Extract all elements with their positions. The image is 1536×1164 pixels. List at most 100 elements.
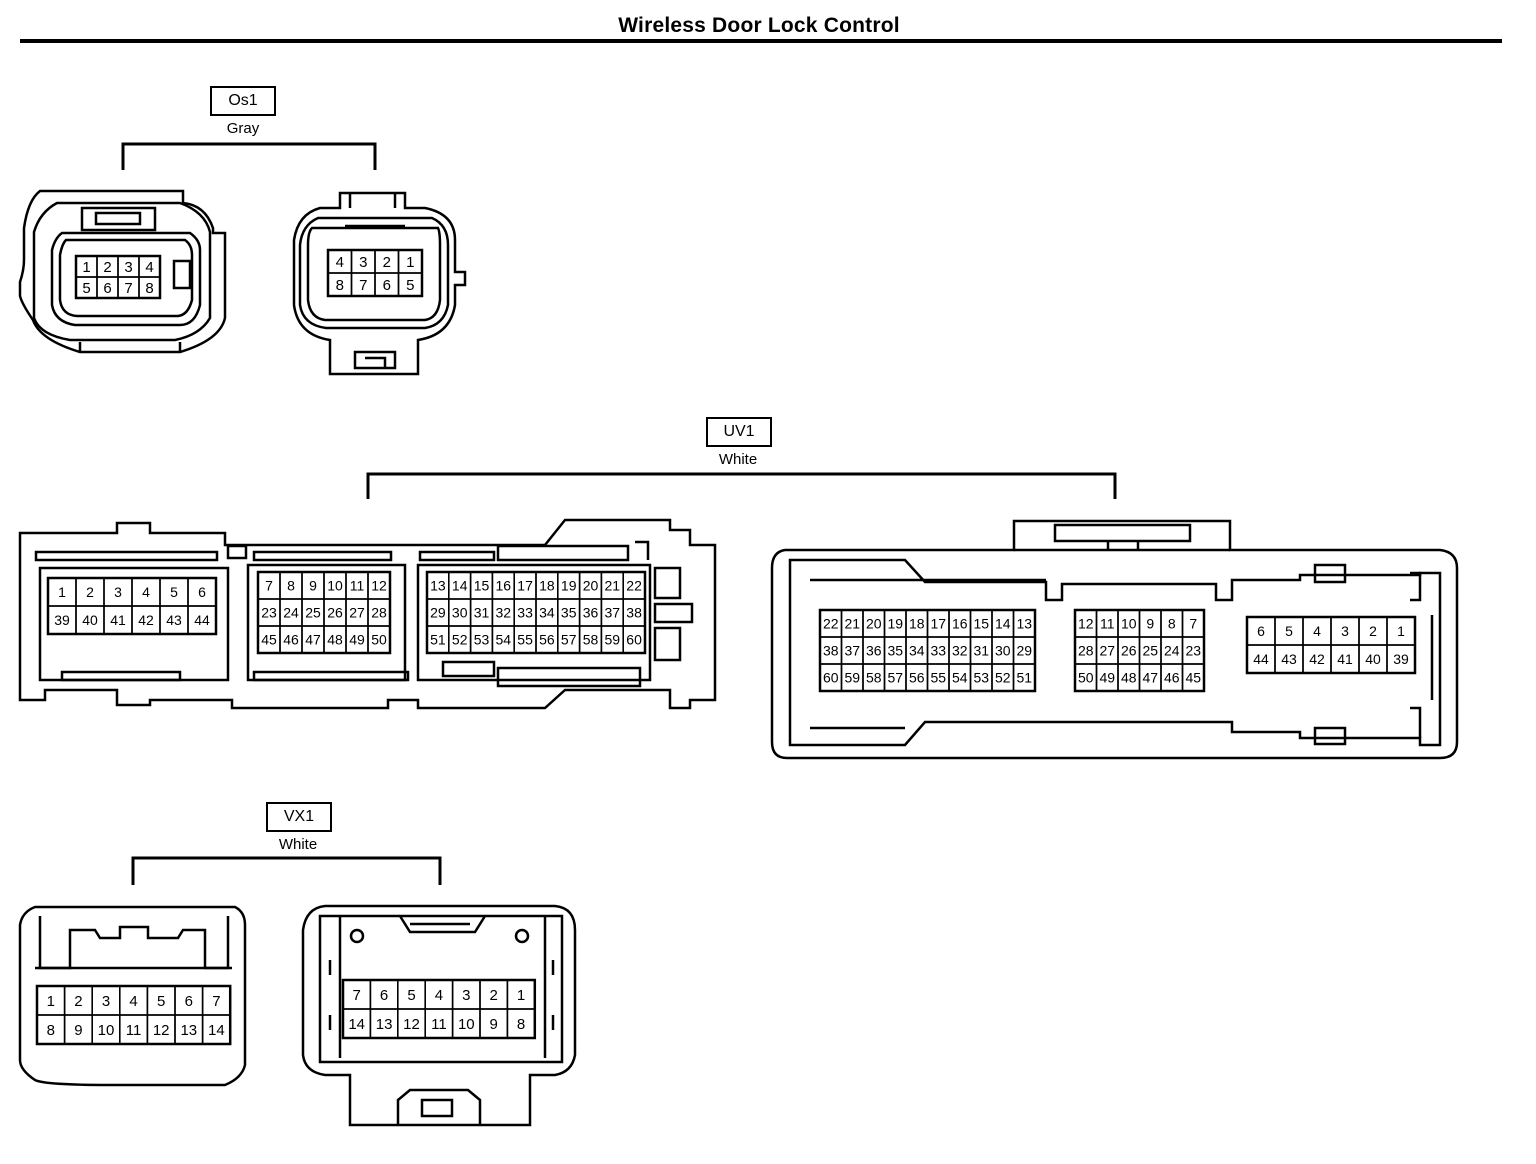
- connector-uv1-bracket: [366, 472, 1117, 499]
- pin-cell: [138, 276, 161, 299]
- pin-number: 3: [124, 259, 132, 276]
- pin-number: 58: [866, 670, 882, 686]
- pin-number: 7: [353, 987, 361, 1004]
- pin-number: 2: [74, 993, 82, 1010]
- pin-number: 38: [823, 643, 839, 659]
- pin-number: 47: [305, 632, 321, 648]
- pin-number: 38: [626, 605, 642, 621]
- pin-number: 10: [98, 1022, 115, 1039]
- pin-number: 8: [47, 1022, 55, 1039]
- pin-number: 5: [170, 584, 178, 600]
- pin-number: 14: [208, 1022, 225, 1039]
- pin-number: 33: [930, 643, 946, 659]
- pin-number: 51: [430, 632, 446, 648]
- pin-number: 43: [1281, 651, 1297, 667]
- pin-number: 3: [114, 584, 122, 600]
- pin-number: 11: [1100, 616, 1115, 632]
- page-title: Wireless Door Lock Control: [618, 14, 900, 37]
- pin-number: 12: [403, 1016, 420, 1033]
- pin-number: 2: [383, 254, 391, 271]
- pin-number: 26: [1121, 643, 1137, 659]
- pin-number: 5: [157, 993, 165, 1010]
- pin-number: 42: [138, 612, 154, 628]
- pin-number: 26: [327, 605, 343, 621]
- pin-number: 3: [102, 993, 110, 1010]
- pin-number: 36: [583, 605, 599, 621]
- pin-number: 2: [1369, 623, 1377, 639]
- pin-number: 1: [1397, 623, 1405, 639]
- pin-cell: [367, 625, 391, 654]
- pin-number: 35: [887, 643, 903, 659]
- connector-uv1-color: White: [718, 451, 758, 468]
- pin-number: 28: [1078, 643, 1094, 659]
- pin-number: 6: [103, 280, 111, 297]
- pin-number: 55: [930, 670, 946, 686]
- pin-number: 39: [1393, 651, 1409, 667]
- pin-number: 5: [406, 277, 414, 294]
- pin-number: 4: [142, 584, 150, 600]
- pin-number: 15: [474, 578, 490, 594]
- pin-number: 32: [952, 643, 968, 659]
- connector-vx1-right-housing: [301, 904, 577, 1127]
- pin-number: 12: [371, 578, 387, 594]
- pin-number: 35: [561, 605, 577, 621]
- pin-number: 8: [517, 1016, 525, 1033]
- pin-number: 23: [261, 605, 277, 621]
- pin-number: 53: [474, 632, 490, 648]
- pin-number: 2: [86, 584, 94, 600]
- pin-number: 19: [561, 578, 577, 594]
- pin-number: 20: [583, 578, 599, 594]
- pin-number: 40: [1365, 651, 1381, 667]
- pin-number: 46: [283, 632, 299, 648]
- pin-number: 11: [350, 578, 365, 594]
- connector-vx1-name: VX1: [266, 802, 332, 832]
- pin-number: 3: [359, 254, 367, 271]
- pin-number: 22: [823, 616, 839, 632]
- pin-number: 10: [327, 578, 343, 594]
- pin-number: 19: [887, 616, 903, 632]
- pin-number: 6: [198, 584, 206, 600]
- connector-os1-name: Os1: [210, 86, 276, 116]
- pin-cell: [397, 272, 423, 297]
- pin-number: 44: [194, 612, 210, 628]
- pin-number: 7: [1189, 616, 1197, 632]
- pin-number: 1: [47, 993, 55, 1010]
- pin-number: 37: [605, 605, 621, 621]
- pin-number: 21: [844, 616, 860, 632]
- pin-number: 52: [995, 670, 1011, 686]
- pin-number: 17: [517, 578, 533, 594]
- pin-number: 18: [909, 616, 925, 632]
- pin-number: 50: [371, 632, 387, 648]
- pin-number: 20: [866, 616, 882, 632]
- pin-number: 54: [496, 632, 512, 648]
- pin-number: 13: [1016, 616, 1032, 632]
- connector-os1-right-housing: [292, 191, 467, 376]
- pin-number: 56: [539, 632, 555, 648]
- pin-number: 6: [383, 277, 391, 294]
- pin-number: 18: [539, 578, 555, 594]
- pin-number: 24: [283, 605, 299, 621]
- pin-number: 3: [462, 987, 470, 1004]
- pin-number: 24: [1164, 643, 1180, 659]
- pin-number: 7: [265, 578, 273, 594]
- connector-os1-color: Gray: [226, 120, 260, 137]
- pin-number: 4: [1313, 623, 1321, 639]
- pin-number: 34: [539, 605, 555, 621]
- pin-number: 3: [1341, 623, 1349, 639]
- pin-number: 56: [909, 670, 925, 686]
- pin-number: 55: [517, 632, 533, 648]
- pin-number: 9: [1146, 616, 1154, 632]
- pin-number: 1: [82, 259, 90, 276]
- pin-number: 31: [973, 643, 989, 659]
- pin-number: 6: [185, 993, 193, 1010]
- pin-number: 59: [844, 670, 860, 686]
- pin-number: 12: [1078, 616, 1094, 632]
- pin-number: 5: [82, 280, 90, 297]
